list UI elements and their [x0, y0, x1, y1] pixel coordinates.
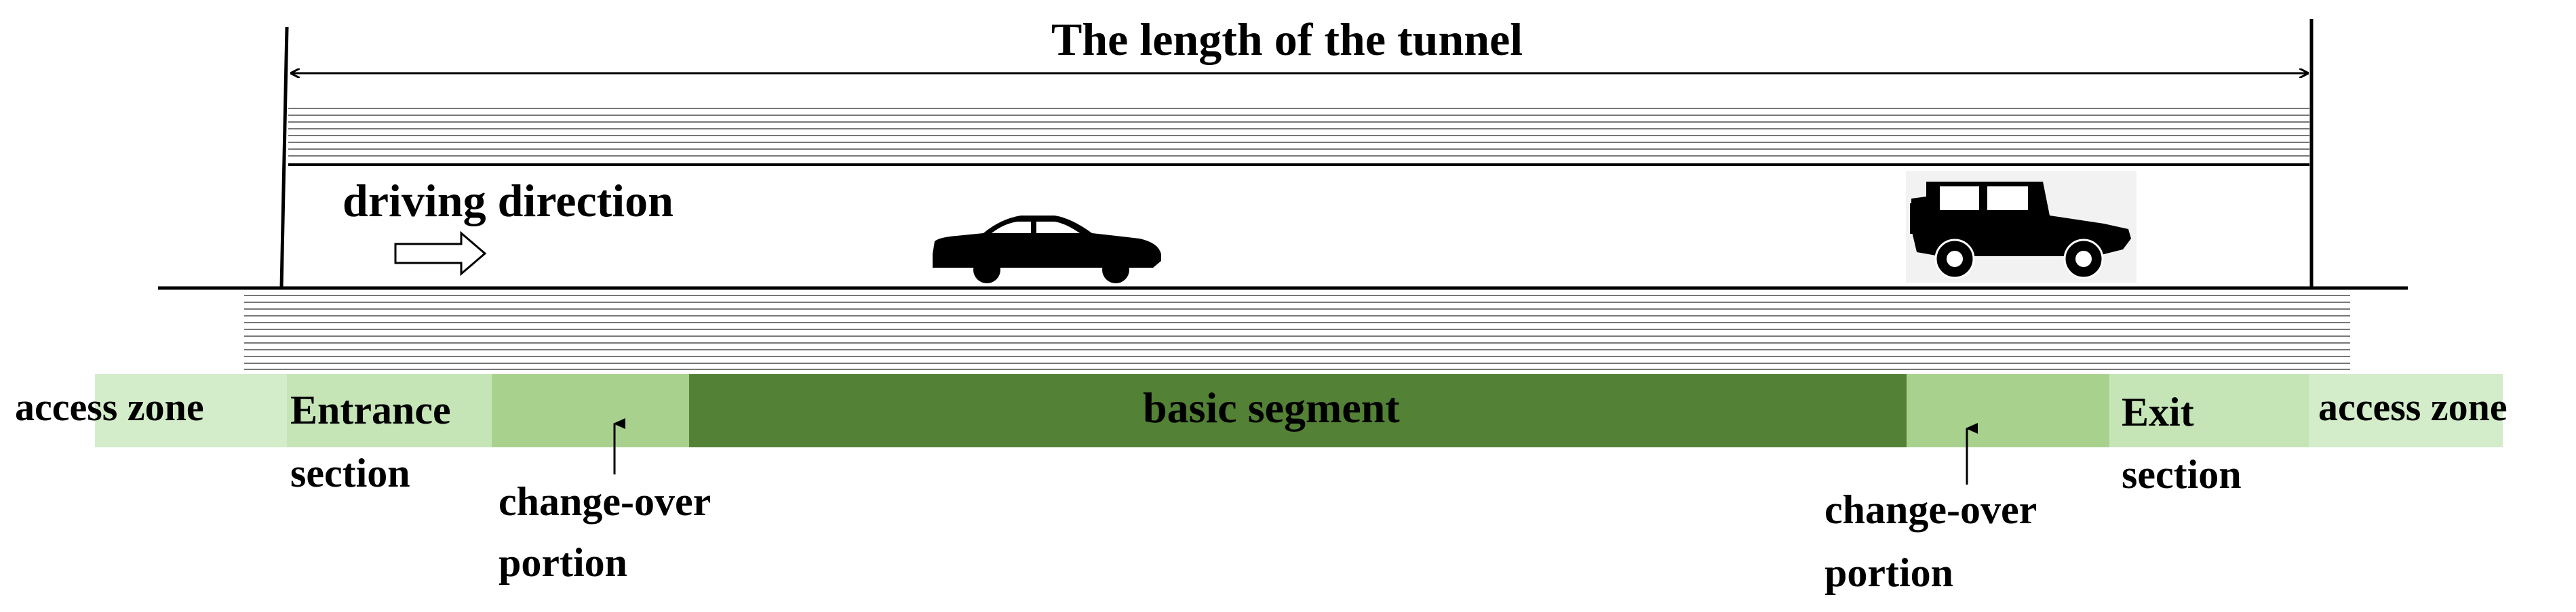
exit-section-label-line2: section — [2122, 452, 2242, 497]
change-over-left-label-line1: change-over — [499, 479, 711, 524]
access-zone-right-label: access zone — [2318, 385, 2507, 429]
jeep-icon — [1906, 171, 2136, 283]
change-over-left-label-line2: portion — [499, 540, 628, 585]
driving-direction-label: driving direction — [343, 175, 674, 226]
access-zone-left-label: access zone — [15, 385, 204, 429]
change-over-right-band — [1907, 374, 2109, 447]
car-icon — [933, 216, 1161, 283]
exit-section-band — [2109, 374, 2309, 447]
entrance-section-band — [287, 374, 492, 447]
change-over-left-band — [492, 374, 689, 447]
change-over-right-label-line1: change-over — [1824, 487, 2037, 532]
road-lines — [244, 295, 2350, 370]
access-zone-right-band — [2309, 374, 2503, 447]
access-zone-left-band — [95, 374, 287, 447]
tunnel-length-title: The length of the tunnel — [1051, 14, 1523, 65]
tunnel-ceiling-lines — [288, 108, 2309, 157]
tunnel-left-wall — [279, 26, 289, 289]
basic-segment-label: basic segment — [1143, 384, 1400, 432]
basic-segment-band — [689, 374, 1907, 447]
entrance-section-label-line2: section — [290, 451, 410, 495]
exit-section-label-line1: Exit — [2122, 390, 2194, 434]
entrance-section-label-line1: Entrance — [290, 388, 451, 432]
arrow-right-icon — [394, 230, 487, 277]
change-over-right-label-line2: portion — [1824, 550, 1954, 595]
